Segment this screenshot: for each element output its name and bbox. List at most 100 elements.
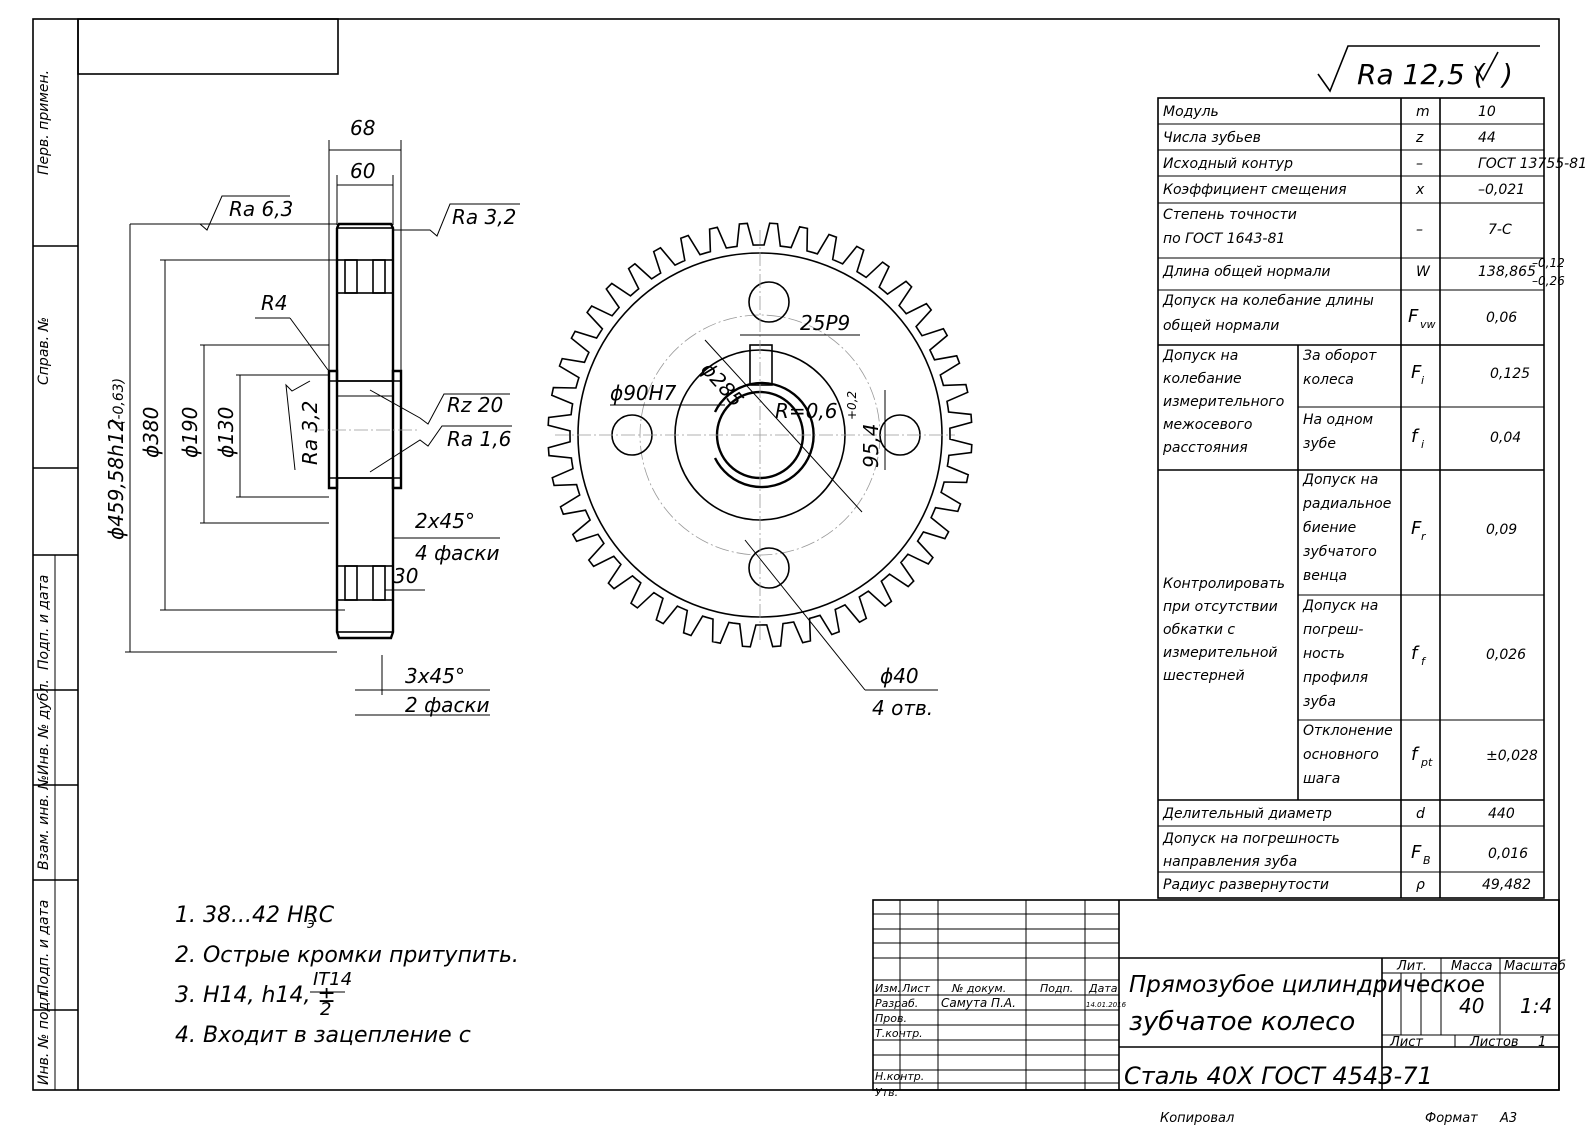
- group2-row-2-symsub: pt: [1420, 756, 1433, 769]
- param-row-5-sym: W: [1416, 264, 1431, 280]
- param-row-1-name: Числа зубьев: [1163, 130, 1261, 146]
- hub-bottom-section: [336, 477, 394, 567]
- bolt-hole-bottom: [748, 547, 790, 589]
- dim-68: 68: [350, 116, 375, 140]
- param-row-2-value: ГОСТ 13755-81: [1478, 156, 1587, 172]
- group2-row-1-sub-3: профиля: [1303, 670, 1368, 686]
- group2-label-3: измерительной: [1163, 645, 1278, 661]
- dim-285: ϕ285: [696, 357, 748, 411]
- dim-30: 30: [393, 564, 418, 588]
- roughness-ra32-bore: Ra 3,2: [298, 401, 322, 465]
- param-row-0-value: 10: [1478, 104, 1496, 120]
- general-roughness-text: Ra 12,5 (: [1357, 58, 1486, 91]
- bottom-row-0-name: Делительный диаметр: [1162, 806, 1332, 822]
- chamfer-3x45-note: 2 фаски: [405, 693, 490, 717]
- note-3-it14: IT14: [313, 969, 352, 990]
- dim-60: 60: [350, 159, 375, 183]
- param-row-4-name2: по ГОСТ 1643-81: [1163, 231, 1285, 247]
- dim-bore: ϕ90H7: [610, 381, 677, 405]
- roughness-ra63: Ra 6,3: [229, 197, 293, 221]
- side-label-3: Подп. и дата: [36, 575, 52, 670]
- group2-row-2-sub-1: основного: [1303, 747, 1379, 763]
- role-tcontrol: Т.контр.: [875, 1027, 923, 1040]
- group2-label-2: обкатки с: [1163, 622, 1235, 638]
- col-head-izm: Изм.: [875, 982, 901, 995]
- scale-value: 1:4: [1520, 994, 1552, 1018]
- group1-label-1: колебание: [1163, 371, 1242, 387]
- holes-note: 4 отв.: [872, 696, 933, 720]
- side-label-5: Взам. инв. №: [36, 775, 52, 870]
- mass-value: 40: [1459, 994, 1484, 1018]
- note-1-sub: э: [307, 916, 315, 932]
- title-block: Изм. Лист № докум. Подп. Дата Разраб. Пр…: [872, 899, 1566, 1126]
- param-row-6-value: 0,06: [1486, 310, 1517, 326]
- group2-row-0-sub-2: биение: [1303, 520, 1356, 536]
- dim-380: ϕ380: [139, 407, 163, 458]
- group2-label-4: шестерней: [1163, 668, 1245, 684]
- param-row-2-sym: –: [1416, 156, 1423, 172]
- group2-row-1-sub-2: ность: [1303, 646, 1345, 662]
- sheets-value: 1: [1538, 1035, 1546, 1050]
- bottom-row-2-value: 49,482: [1482, 877, 1531, 893]
- developer-date: 14.01.2016: [1086, 1001, 1127, 1009]
- param-row-3-sym: x: [1415, 182, 1425, 198]
- group1-row-1-sub-1: зубе: [1303, 436, 1336, 452]
- param-row-2-name: Исходный контур: [1163, 156, 1293, 172]
- param-row-6-name1: Допуск на колебание длины: [1162, 293, 1374, 309]
- group2-label-0: Контролировать: [1163, 576, 1285, 592]
- group1-row-0-value: 0,125: [1490, 366, 1530, 382]
- dim-190: ϕ190: [178, 407, 202, 458]
- side-label-2: Справ. №: [36, 317, 52, 385]
- group1-row-1-symsub: i: [1421, 438, 1424, 451]
- sheets-label: Листов: [1469, 1035, 1519, 1050]
- group2-row-0-symsub: r: [1421, 530, 1427, 543]
- group2-row-1-sym: f: [1411, 643, 1420, 664]
- bolt-hole-top: [748, 281, 790, 323]
- keyway-slot: [749, 344, 773, 386]
- dim-phi40: ϕ40: [880, 664, 919, 688]
- group1-row-1-value: 0,04: [1490, 430, 1521, 446]
- param-row-0-sym: m: [1416, 104, 1430, 120]
- note-2: 2. Острые кромки притупить.: [175, 943, 519, 968]
- material: Сталь 40Х ГОСТ 4543-71: [1124, 1062, 1433, 1090]
- group2-label-1: при отсутствии: [1163, 599, 1278, 615]
- param-row-5-tol-dn: –0,26: [1532, 274, 1565, 288]
- group2-row-0-sub-0: Допуск на: [1302, 472, 1378, 488]
- group2-row-1-value: 0,026: [1486, 647, 1526, 663]
- dim-954-tol: +0,2: [845, 391, 859, 420]
- gear-teeth-profile: [547, 222, 973, 648]
- param-row-4-name1: Степень точности: [1163, 207, 1297, 223]
- role-developer: Разраб.: [875, 997, 918, 1010]
- group2-row-2-value: ±0,028: [1486, 748, 1538, 764]
- param-row-6-name2: общей нормали: [1163, 318, 1279, 334]
- bottom-row-0-value: 440: [1488, 806, 1515, 822]
- note-3-two: 2: [320, 999, 331, 1020]
- role-approved: Утв.: [875, 1086, 898, 1099]
- rim-bottom-section: [336, 599, 394, 633]
- roughness-ra16: Ra 1,6: [447, 427, 511, 451]
- group2-row-0-value: 0,09: [1486, 522, 1517, 538]
- param-row-5-value: 138,865: [1478, 264, 1536, 280]
- param-row-1-sym: z: [1415, 130, 1424, 146]
- technical-notes: 1. 38...42 HRC э 2. Острые кромки притуп…: [175, 903, 519, 1048]
- lit-head: Лит.: [1396, 959, 1427, 974]
- bottom-row-1-name2: направления зуба: [1163, 854, 1297, 870]
- group1-label-4: расстояния: [1162, 440, 1248, 456]
- part-title-line2: зубчатое колесо: [1129, 1007, 1355, 1037]
- group2-row-0-sub-4: венца: [1303, 568, 1347, 584]
- group2-row-1-symsub: f: [1421, 655, 1427, 668]
- bottom-row-2-name: Радиус развернутости: [1163, 877, 1329, 893]
- col-head-date: Дата: [1088, 982, 1118, 995]
- dim-outer-tolerance: (-0,63): [111, 378, 127, 425]
- group1-label-2: измерительного: [1163, 394, 1284, 410]
- group1-row-1-sym: f: [1411, 426, 1420, 447]
- group2-row-2-sym: f: [1411, 744, 1420, 765]
- group1-label-0: Допуск на: [1162, 348, 1238, 364]
- note-4: 4. Входит в зацепление с: [175, 1023, 471, 1048]
- chamfer-2x45-note: 4 фаски: [415, 541, 500, 565]
- group2-row-0-sub-3: зубчатого: [1303, 544, 1377, 560]
- dim-130: ϕ130: [214, 407, 238, 458]
- radius-r4: R4: [261, 291, 288, 315]
- sheet-label: Лист: [1389, 1035, 1423, 1050]
